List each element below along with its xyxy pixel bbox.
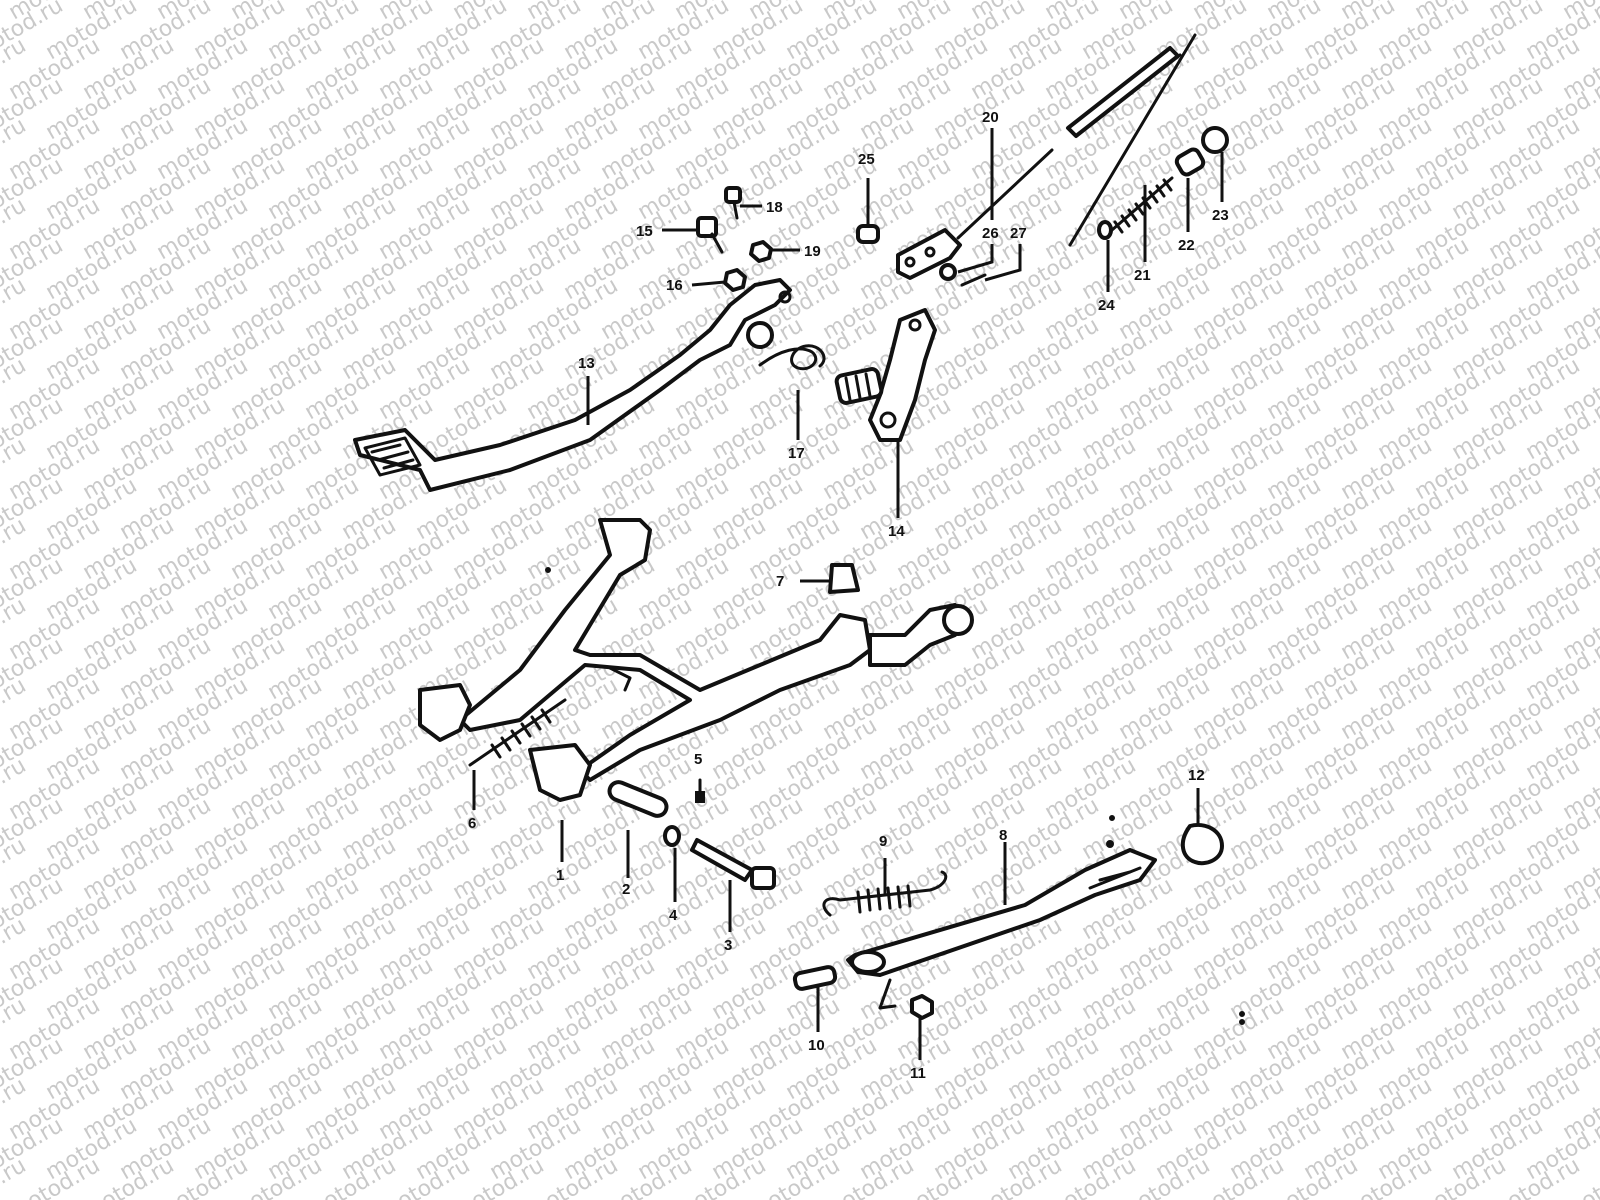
callout-1: 1 <box>556 867 564 884</box>
callout-25: 25 <box>858 151 875 168</box>
callout-4: 4 <box>669 907 678 924</box>
clevis-pin <box>856 224 880 244</box>
callout-24: 24 <box>1098 297 1115 314</box>
callout-8: 8 <box>999 827 1007 844</box>
stand-cotter-pin <box>695 778 705 803</box>
side-stand-nut <box>910 994 934 1020</box>
stand-stopper <box>828 563 860 594</box>
stray-mark <box>545 567 551 573</box>
pedal-nut <box>723 268 747 292</box>
callout-19: 19 <box>804 243 821 260</box>
callout-2: 2 <box>622 881 630 898</box>
callout-5: 5 <box>694 751 702 768</box>
callout-18: 18 <box>766 199 783 216</box>
stray-mark <box>1239 1019 1245 1025</box>
callout-23: 23 <box>1212 207 1229 224</box>
callout-10: 10 <box>808 1037 825 1054</box>
callout-27: 27 <box>1010 225 1027 242</box>
callout-16: 16 <box>666 277 683 294</box>
callout-13: 13 <box>578 355 595 372</box>
callout-12: 12 <box>1188 767 1205 784</box>
cotter-washer <box>939 263 957 281</box>
stray-mark <box>1239 1011 1245 1017</box>
stray-mark <box>1109 815 1115 821</box>
callout-9: 9 <box>879 833 887 850</box>
stand-washer <box>663 825 681 847</box>
callout-11: 11 <box>910 1065 926 1082</box>
callout-6: 6 <box>468 815 476 832</box>
callout-17: 17 <box>788 445 805 462</box>
callout-7: 7 <box>776 573 784 590</box>
callout-3: 3 <box>724 937 732 954</box>
callout-21: 21 <box>1134 267 1151 284</box>
adjuster-nut <box>1201 126 1229 154</box>
spring-washer <box>1097 220 1113 240</box>
stray-mark <box>1106 840 1114 848</box>
callout-20: 20 <box>982 109 999 126</box>
callout-14: 14 <box>888 523 905 540</box>
callout-22: 22 <box>1178 237 1195 254</box>
callout-15: 15 <box>636 223 653 240</box>
side-stand-rubber <box>1180 823 1224 866</box>
callout-26: 26 <box>982 225 999 242</box>
pivot-nut <box>749 240 773 263</box>
